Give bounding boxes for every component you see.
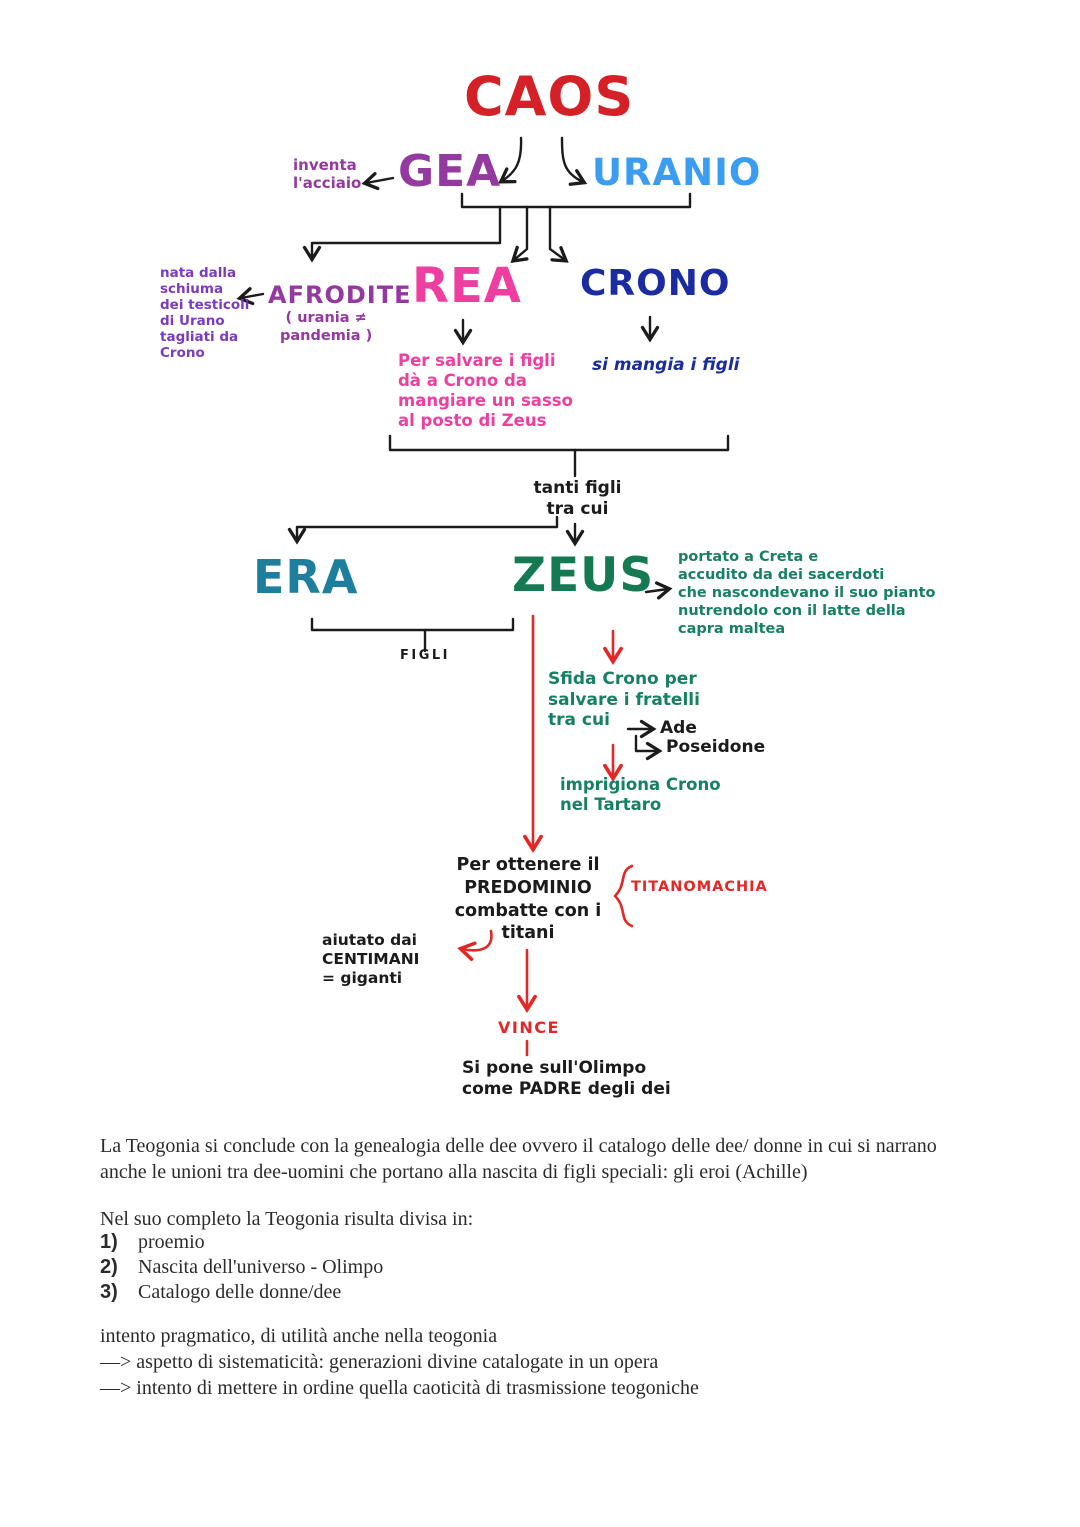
crono-note: si mangia i figli (592, 355, 740, 375)
node-zeus: ZEUS (512, 548, 655, 603)
paragraph-intento-2: —> aspetto di sistematicità: generazioni… (100, 1351, 659, 1373)
list-number: 1) (100, 1231, 118, 1253)
tanti-figli-label: tanti figli tra cui (533, 478, 622, 519)
zeus-note: portato a Creta e accudito da dei sacerd… (678, 549, 936, 637)
paragraph-genealogia: La Teogonia si conclude con la genealogi… (100, 1135, 937, 1183)
afrodite-subnote: ( urania ≠ pandemia ) (280, 310, 373, 344)
node-afrodite: AFRODITE (268, 281, 412, 309)
list-number: 2) (100, 1256, 118, 1278)
node-uranio: URANIO (592, 151, 762, 194)
gea-note: inventa l'acciaio (293, 156, 362, 193)
list-text: Nascita dell'universo - Olimpo (138, 1256, 384, 1278)
imprigiona-note: imprigiona Crono nel Tartaro (560, 775, 721, 815)
list-item: 2) Nascita dell'universo - Olimpo (100, 1256, 383, 1279)
predominio-note: Per ottenere il PREDOMINIO combatte con … (454, 855, 602, 944)
rea-note: Per salvare i figli dà a Crono da mangia… (398, 351, 573, 431)
olimpo-note: Si pone sull'Olimpo come PADRE degli dei (462, 1058, 671, 1099)
connector-lines (236, 136, 730, 1057)
sfida-note: Sfida Crono per salvare i fratelli tra c… (548, 669, 700, 731)
paragraph-divisione-intro: Nel suo completo la Teogonia risulta div… (100, 1208, 474, 1230)
poseidone-label: Poseidone (666, 737, 766, 757)
node-crono: CRONO (580, 263, 731, 304)
paragraph-intento-3: —> intento di mettere in ordine quella c… (100, 1377, 699, 1399)
node-era: ERA (253, 550, 359, 604)
afrodite-note: nata dalla schiuma dei testicoli di Uran… (160, 265, 250, 361)
list-item: 3) Catalogo delle donne/dee (100, 1281, 341, 1304)
node-rea: REA (412, 258, 522, 314)
list-text: proemio (138, 1231, 205, 1253)
aiutato-note: aiutato dai CENTIMANI = giganti (322, 931, 420, 987)
node-caos: CAOS (464, 65, 635, 128)
paragraph-intento-1: intento pragmatico, di utilità anche nel… (100, 1325, 498, 1347)
vince-label: VINCE (498, 1018, 560, 1037)
list-number: 3) (100, 1281, 118, 1303)
red-connectors (457, 614, 634, 1057)
list-text: Catalogo delle donne/dee (138, 1281, 342, 1303)
ade-label: Ade (660, 718, 697, 738)
list-item: 1) proemio (100, 1231, 205, 1254)
node-gea: GEA (398, 146, 502, 197)
brace-shape (613, 864, 634, 928)
titanomachia-label: TITANOMACHIA (631, 879, 768, 895)
figli-label: FIGLI (400, 648, 451, 663)
black-connectors (236, 136, 730, 761)
